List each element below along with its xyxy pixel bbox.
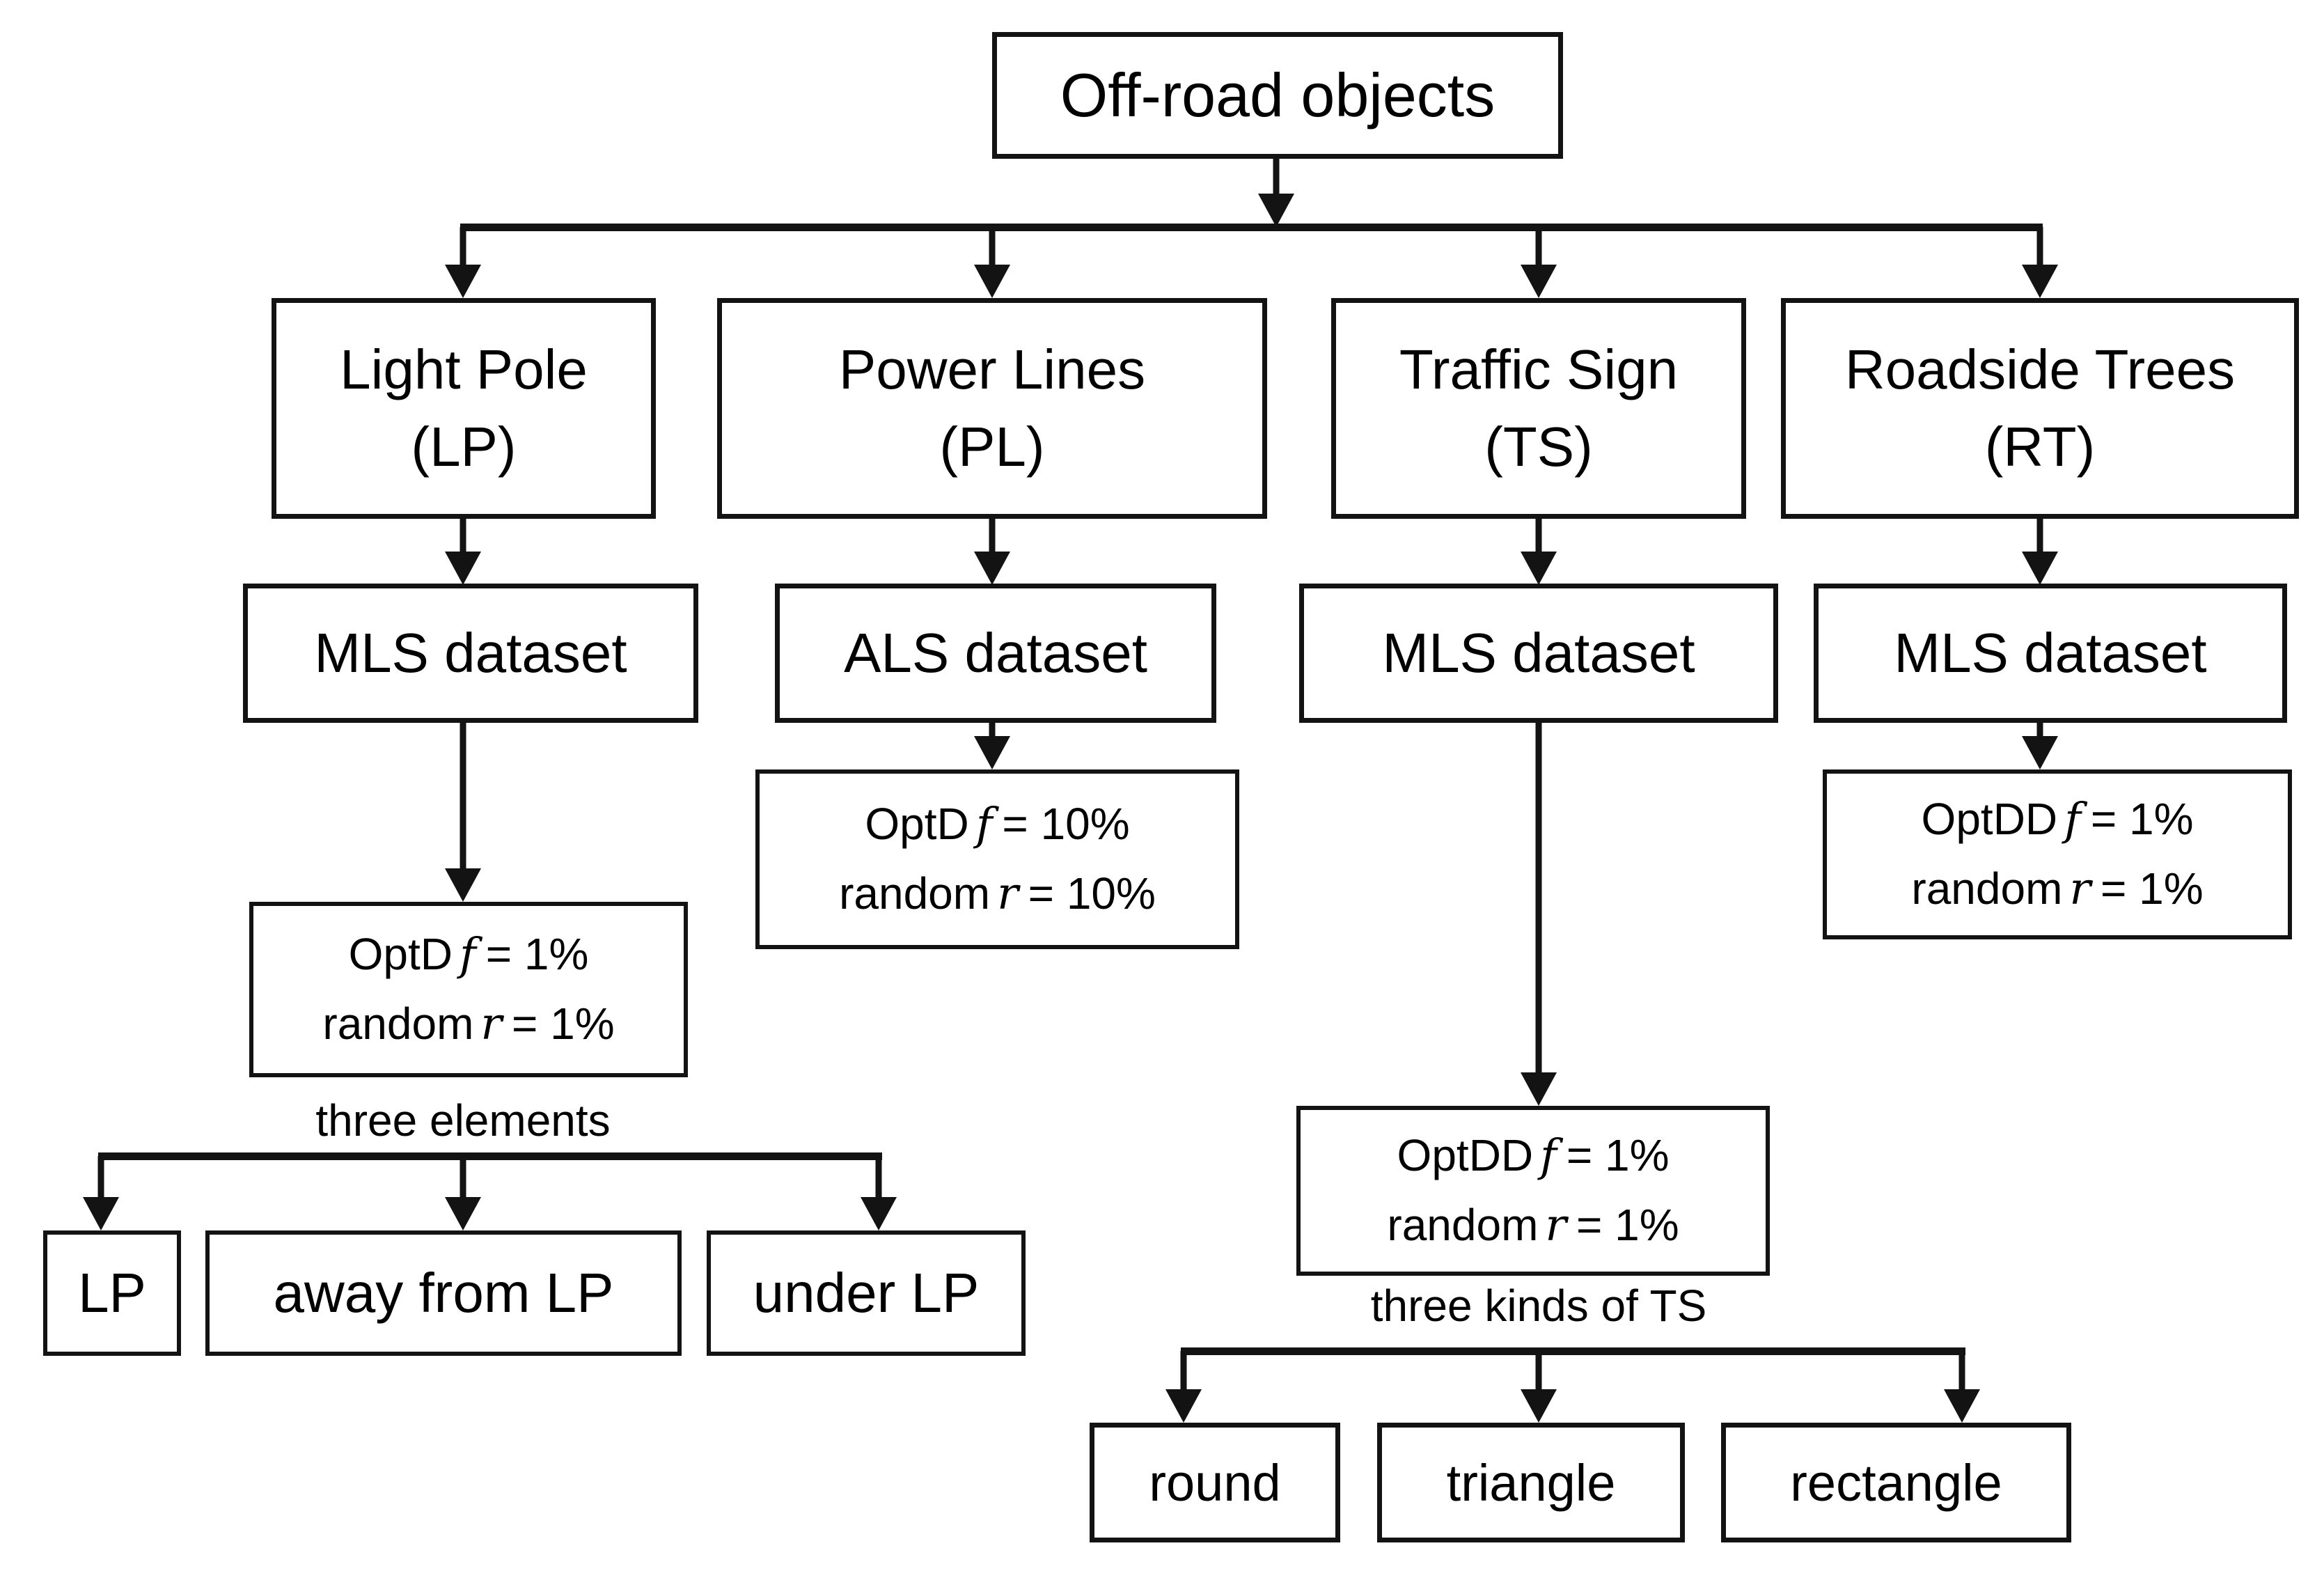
connector-ts-to-params <box>1521 723 1557 1106</box>
connector-ts-to-dataset <box>1521 519 1557 585</box>
label-three-kinds-of-ts: three kinds of TS <box>1370 1281 1707 1331</box>
node-roadside-trees-abbr: (RT) <box>1984 415 2096 478</box>
node-ts-dataset-label: MLS dataset <box>1382 622 1695 684</box>
node-light-pole: Light Pole (LP) <box>272 298 656 519</box>
node-lp-element-away-from-lp: away from LP <box>205 1230 682 1356</box>
connector-pl-to-dataset <box>974 519 1010 585</box>
main-branch-line <box>460 224 2043 231</box>
node-lp-element-under-lp: under LP <box>707 1230 1026 1356</box>
connector-drop-ts <box>1521 227 1557 298</box>
connector-drop-pl <box>974 227 1010 298</box>
node-light-pole-abbr: (LP) <box>411 415 517 478</box>
node-traffic-sign: Traffic Sign (TS) <box>1331 298 1746 519</box>
node-lp-dataset: MLS dataset <box>243 584 698 723</box>
label-three-elements: three elements <box>315 1095 611 1146</box>
node-off-road-objects-label: Off-road objects <box>1060 61 1495 130</box>
connector-root-drop <box>1258 159 1294 227</box>
connector-lp-to-params <box>445 723 481 902</box>
node-rt-dataset-label: MLS dataset <box>1894 622 2207 684</box>
node-ts-dataset: MLS dataset <box>1299 584 1778 723</box>
node-power-lines: Power Lines (PL) <box>717 298 1267 519</box>
connector-drop-rt <box>2022 227 2058 298</box>
node-roadside-trees-name: Roadside Trees <box>1844 338 2236 401</box>
node-power-lines-name: Power Lines <box>838 338 1146 401</box>
node-traffic-sign-name: Traffic Sign <box>1399 338 1679 401</box>
connector-pl-to-params <box>974 723 1010 769</box>
connector-rt-to-dataset <box>2022 519 2058 585</box>
connector-rt-to-params <box>2022 723 2058 769</box>
node-pl-dataset: ALS dataset <box>775 584 1216 723</box>
node-roadside-trees: Roadside Trees (RT) <box>1781 298 2299 519</box>
node-traffic-sign-abbr: (TS) <box>1484 415 1593 478</box>
node-ts-kind-round: round <box>1090 1423 1340 1542</box>
connector-ts-subbranch <box>1165 1347 1980 1423</box>
connector-drop-lp <box>445 227 481 298</box>
connector-lp-subbranch <box>83 1152 897 1230</box>
node-off-road-objects: Off-road objects <box>992 32 1563 159</box>
connector-lp-to-dataset <box>445 519 481 585</box>
node-ts-kind-triangle: triangle <box>1377 1423 1685 1542</box>
node-pl-dataset-label: ALS dataset <box>844 622 1147 684</box>
node-ts-kind-rectangle: rectangle <box>1721 1423 2071 1542</box>
node-power-lines-abbr: (PL) <box>939 415 1045 478</box>
node-lp-element-lp: LP <box>43 1230 181 1356</box>
node-light-pole-name: Light Pole <box>340 338 588 401</box>
node-rt-dataset: MLS dataset <box>1814 584 2287 723</box>
node-lp-dataset-label: MLS dataset <box>314 622 627 684</box>
